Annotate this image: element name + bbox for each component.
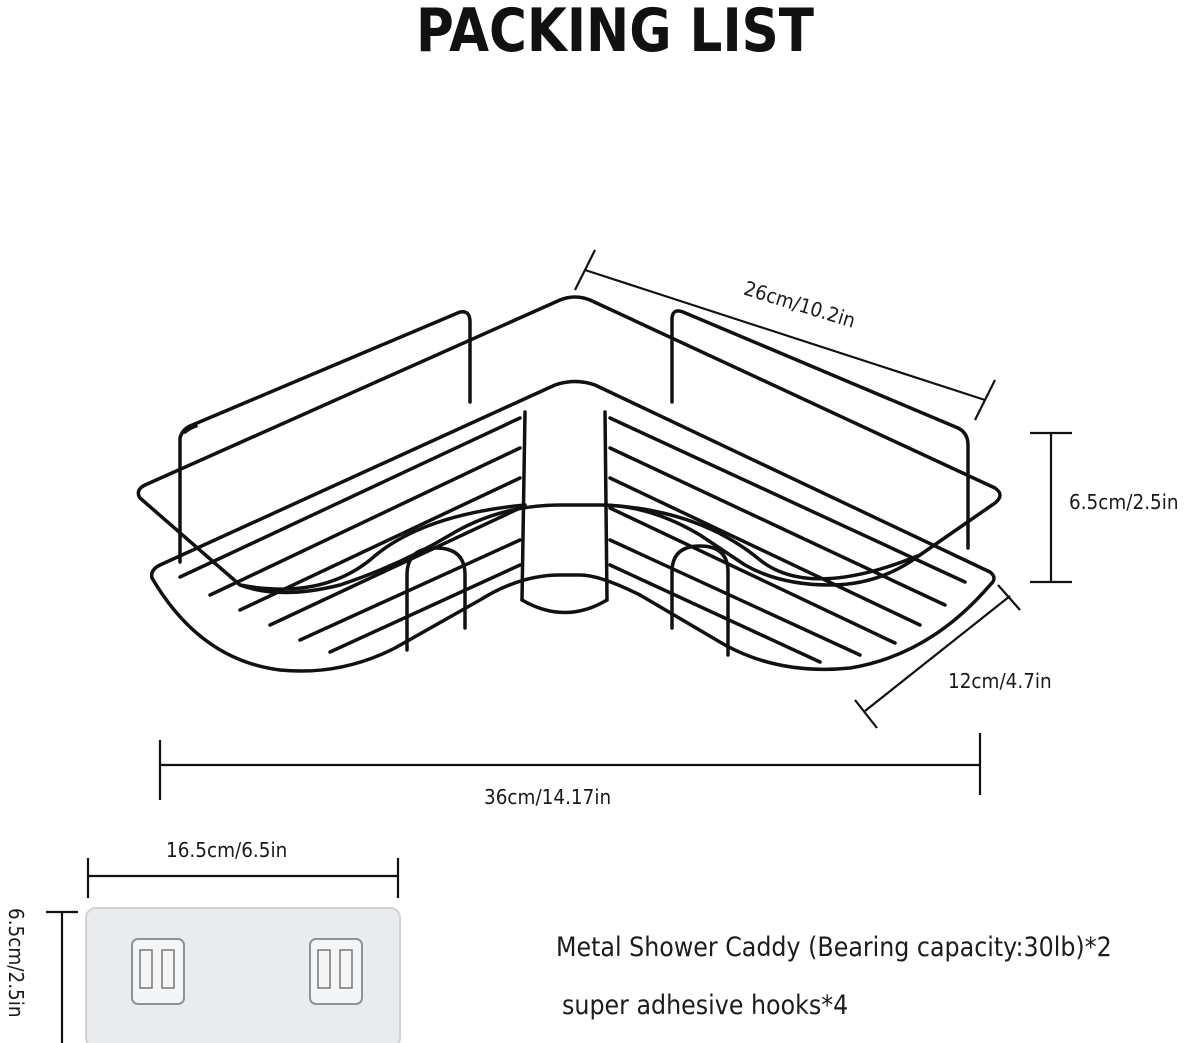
width-label: 36cm/14.17in (484, 785, 612, 809)
contents-item-caddy: Metal Shower Caddy (Bearing capacity:30l… (556, 932, 1112, 963)
contents-item-hooks: super adhesive hooks*4 (562, 990, 849, 1021)
adhesive-hook-plate (85, 907, 401, 1043)
page-title: PACKING LIST (415, 0, 815, 66)
shower-caddy-drawing (136, 295, 1002, 673)
hook-width-label: 16.5cm/6.5in (166, 838, 288, 862)
hook-height-label: 6.5cm/2.5in (4, 908, 28, 1018)
dimension-lines (46, 249, 1072, 1043)
depth-label: 12cm/4.7in (948, 669, 1052, 693)
height-label: 6.5cm/2.5in (1069, 490, 1179, 514)
